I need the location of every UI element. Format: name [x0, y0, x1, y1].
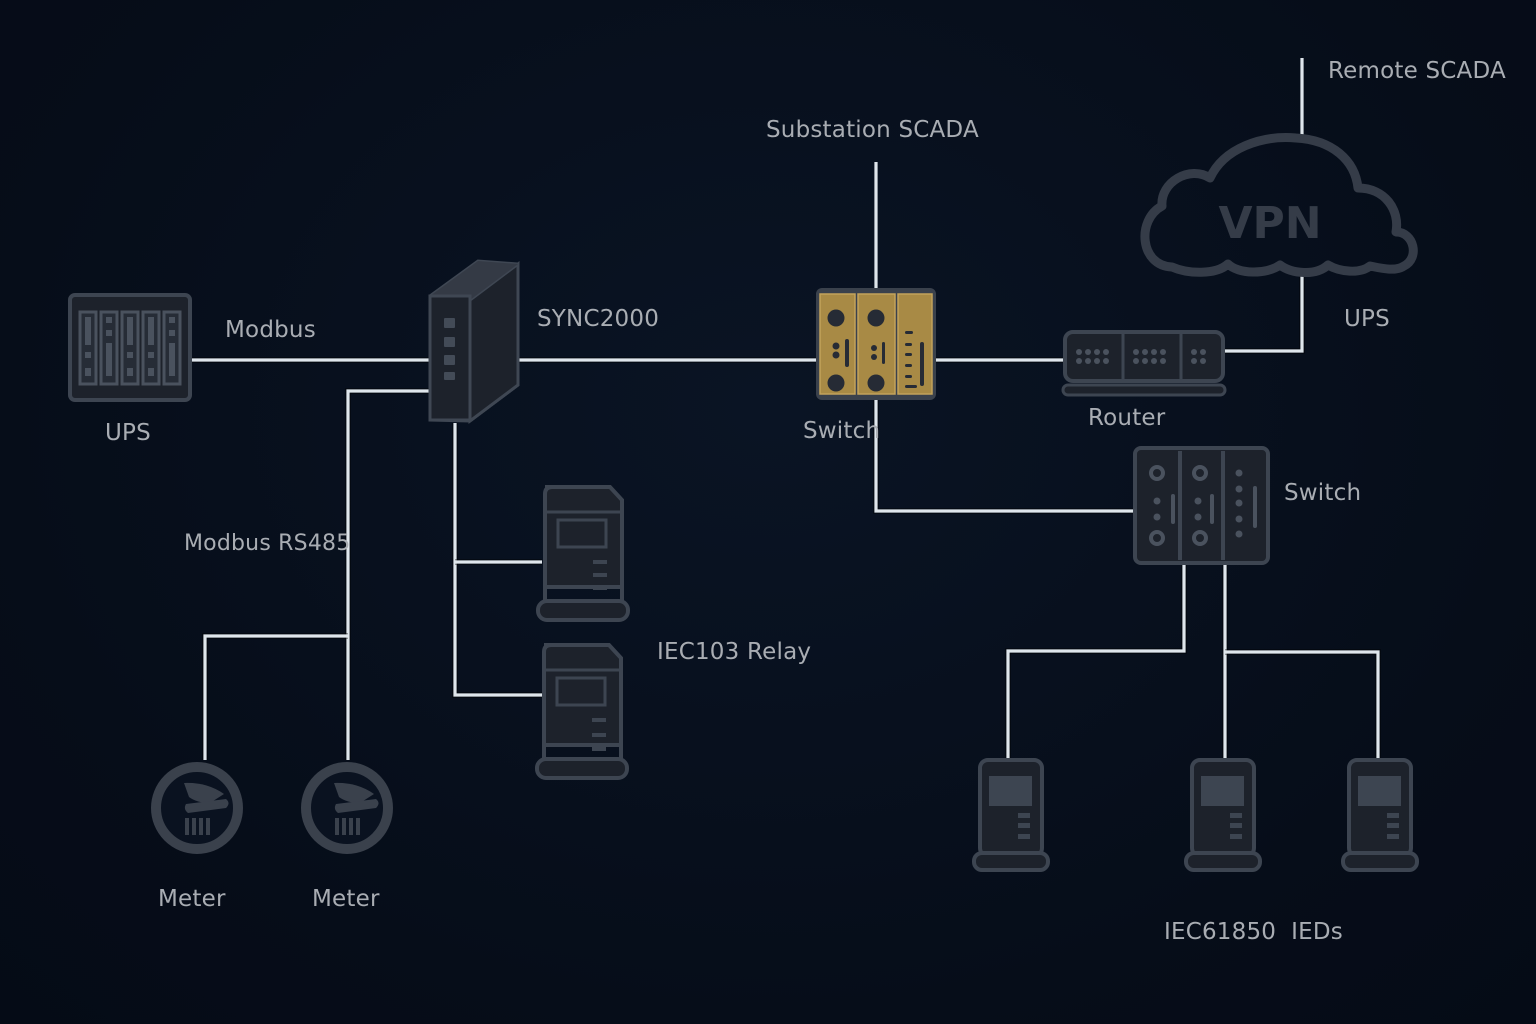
router-icon[interactable] [1061, 330, 1227, 397]
wire-rs485-meter1 [203, 634, 348, 760]
modbus-link-label: Modbus [225, 317, 316, 343]
iec103-relay-label: IEC103 Relay [657, 639, 812, 665]
meter-icon-2[interactable] [301, 762, 393, 854]
sync2000-gateway-icon[interactable] [428, 259, 520, 424]
iec61850-ied-icon-3[interactable] [1341, 758, 1419, 872]
iec61850-ieds-label: IEC61850 IEDs [1164, 919, 1343, 945]
connections [192, 58, 1381, 760]
wire-switch-ied-switch [874, 400, 1135, 513]
ied-switch-icon[interactable] [1133, 446, 1270, 565]
modbus-rs485-label: Modbus RS485 [184, 531, 351, 556]
remote-scada-label: Remote SCADA [1328, 58, 1506, 84]
ups-rack-icon[interactable] [68, 293, 192, 402]
wire-ied-switch-ied3 [1225, 650, 1380, 760]
substation-scada-label: Substation SCADA [766, 117, 979, 143]
ied-switch-label: Switch [1284, 480, 1362, 506]
vpn-cloud-icon[interactable] [1140, 133, 1418, 277]
router-label: Router [1088, 405, 1166, 431]
meter-1-label: Meter [158, 886, 226, 912]
iec61850-ied-icon-1[interactable] [972, 758, 1050, 872]
meter-icon-1[interactable] [151, 762, 243, 854]
iec103-relay-icon-1[interactable] [536, 485, 630, 622]
wire-router-vpn [1223, 272, 1304, 353]
sync2000-label: SYNC2000 [537, 306, 660, 332]
iec103-relay-icon-2[interactable] [535, 643, 629, 780]
wire-sync2000-rs485-bus [346, 389, 430, 760]
wire-sync2000-relay2 [453, 423, 542, 697]
ups-left-label: UPS [105, 420, 151, 446]
iec61850-ied-icon-2[interactable] [1184, 758, 1262, 872]
meter-2-label: Meter [312, 886, 380, 912]
main-switch-label: Switch [803, 418, 881, 444]
vpn-cloud-label: VPN [1218, 198, 1321, 249]
ups-right-label: UPS [1344, 306, 1390, 332]
wire-ied-switch-ied1 [1006, 563, 1186, 760]
main-switch-icon[interactable] [816, 288, 936, 400]
